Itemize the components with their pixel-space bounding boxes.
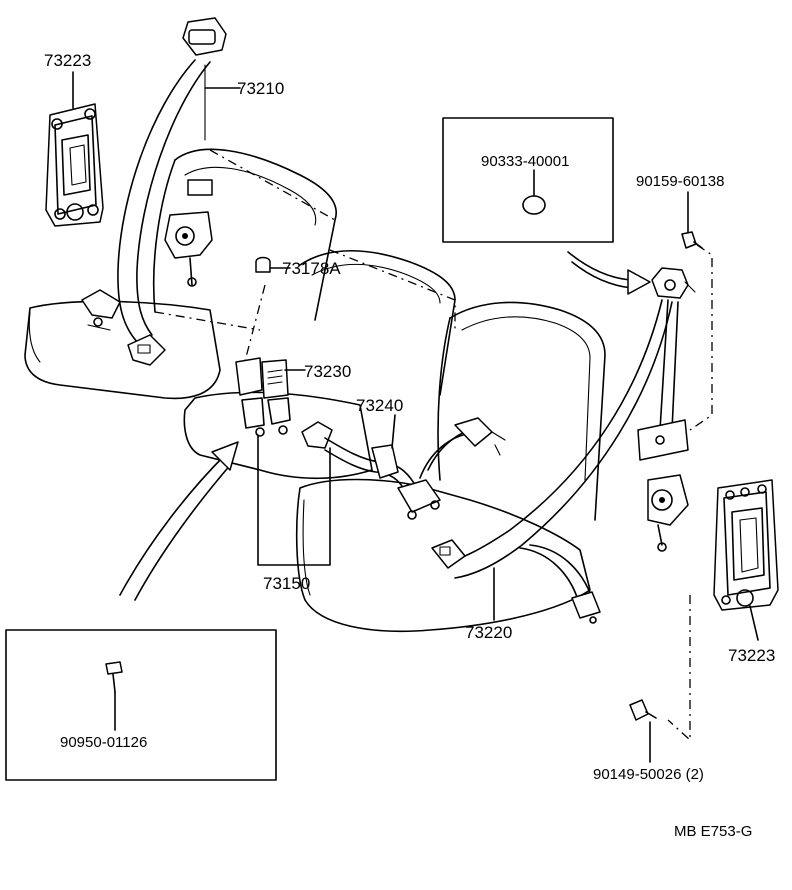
label-73150: 73150 (263, 574, 310, 593)
cap-73178a (255, 256, 271, 273)
label-73220: 73220 (465, 623, 512, 642)
leader-lines (72, 71, 759, 763)
seat-center-cushion (183, 391, 373, 480)
arrow-inset-to-seat (119, 441, 239, 601)
label-90333: 90333-40001 (481, 153, 569, 170)
inset-90333 (442, 117, 614, 243)
seat-left-back (152, 148, 337, 321)
dashed-leaders (154, 149, 713, 742)
retractor-73223-left (45, 103, 104, 227)
buckle-73230 (235, 357, 291, 437)
label-73240: 73240 (356, 396, 403, 415)
label-73178a: 73178A (282, 259, 341, 278)
retractor-right-rail (637, 299, 689, 552)
belt-73210 (117, 17, 227, 366)
anchor-right-upper (651, 267, 696, 299)
belt-73240 (301, 417, 506, 520)
label-73210: 73210 (237, 79, 284, 98)
label-73230: 73230 (304, 362, 351, 381)
label-73223-left: 73223 (44, 51, 91, 70)
label-90159: 90159-60138 (636, 173, 724, 190)
label-90950: 90950-01126 (60, 734, 147, 751)
belt-73220 (431, 299, 673, 624)
retractor-73223-right (713, 479, 779, 611)
bolt-90149 (629, 699, 657, 721)
inset-90950 (5, 629, 277, 781)
label-73223-right: 73223 (728, 646, 775, 665)
diagram-code: MB E753-G (674, 823, 752, 840)
retractor-left (164, 179, 213, 287)
seat-center-back (299, 250, 456, 396)
bolt-90159 (681, 231, 703, 249)
seat-right-back (437, 301, 606, 521)
anchor-left-floor (81, 289, 121, 331)
label-90149: 90149-50026 (2) (593, 766, 704, 783)
arrow-to-right-anchor (567, 251, 651, 295)
